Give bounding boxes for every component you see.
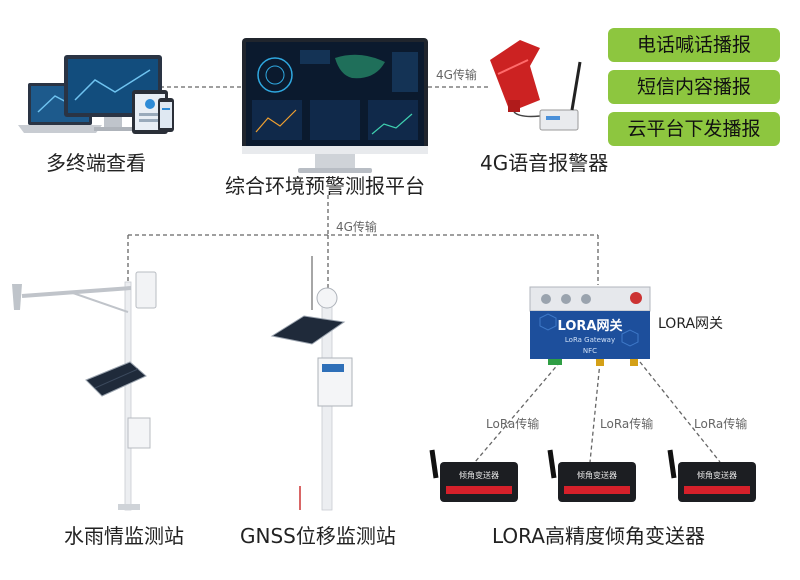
label-rain-station: 水雨情监测站 [64,524,184,548]
feature-badge-cloud-broadcast: 云平台下发播报 [608,112,780,146]
connection-lines [127,86,721,463]
antenna-icon [667,449,677,479]
multi-terminal-devices [18,55,174,134]
link-label-lora-1: LoRa传输 [486,417,540,431]
antenna-icon [429,449,439,479]
sensor-label: 倾角变送器 [577,470,617,480]
feature-badge-sms-broadcast: 短信内容播报 [608,70,780,104]
line-lora-2 [589,361,601,463]
label-platform: 综合环境预警测报平台 [225,174,425,198]
laptop-base [18,125,102,133]
gnss-solar-panel [270,315,346,345]
feature-badge-phone-broadcast: 电话喊话播报 [608,28,780,62]
lora-sensor-2: 倾角变送器 [547,449,636,502]
station-pole [124,281,132,511]
gnss-station-device [270,256,353,511]
cantilever-arm [21,286,132,298]
antenna-icon [547,449,557,479]
rain-station-device [12,271,157,511]
label-voice-alarm: 4G语音报警器 [480,151,609,175]
platform-monitor [242,38,428,173]
label-lora-sensor: LORA高精度倾角变送器 [492,524,705,548]
line-lora-1 [474,361,561,463]
antenna-icon [570,61,582,111]
sensor-label: 倾角变送器 [697,470,737,480]
rain-gauge [135,271,157,309]
gnss-antenna [316,287,338,309]
label-multi-terminal: 多终端查看 [46,151,146,175]
link-label-lora-3: LoRa传输 [694,417,748,431]
voice-alarm-device [490,40,582,131]
lora-sensor-3: 倾角变送器 [667,449,756,502]
map-region [335,54,385,79]
lora-gateway-device [529,286,651,366]
lora-sensor-1: 倾角变送器 [429,449,518,502]
horn-speaker [490,40,540,112]
label-gnss-station: GNSS位移监测站 [240,524,396,548]
control-box [127,417,151,449]
line-lora-3 [639,361,721,463]
gateway-subtitle: LoRa Gateway [565,336,615,344]
radar-level-sensor [12,284,22,310]
sensor-label: 倾角变送器 [459,470,499,480]
gateway-nfc-label: NFC [583,347,597,355]
gateway-body [530,311,650,359]
gateway-title: LORA网关 [558,318,623,334]
link-label-top-4g: 4G传输 [436,68,477,82]
monitor-stand [315,154,355,168]
label-lora-gateway: LORA网关 [658,316,724,332]
link-label-middle-4g: 4G传输 [336,220,377,234]
link-label-lora-2: LoRa传输 [600,417,654,431]
